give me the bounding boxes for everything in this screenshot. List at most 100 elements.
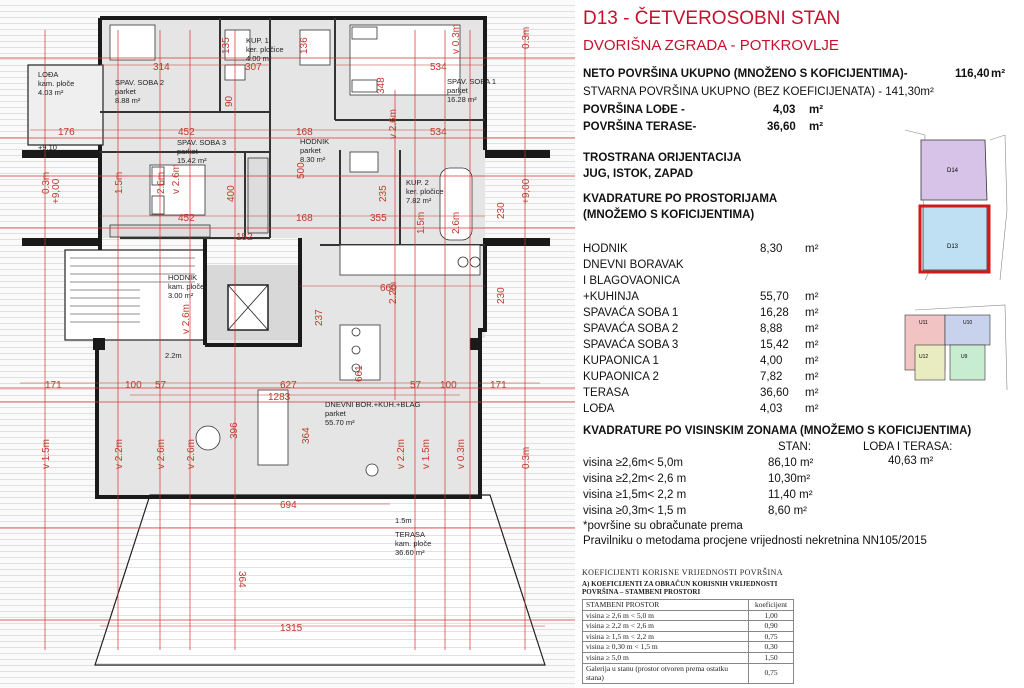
room-value: 7,82 bbox=[760, 371, 783, 383]
dim-label: v 1.5m bbox=[41, 439, 52, 469]
table-cell: 0,90 bbox=[748, 620, 794, 632]
table-cell: 1,00 bbox=[748, 609, 794, 622]
dim-label: 90 bbox=[224, 95, 235, 107]
dim-label: 400 bbox=[226, 185, 237, 202]
neto-unit: m² bbox=[991, 68, 1006, 80]
dim-label: 452 bbox=[178, 213, 195, 224]
room-row: I BLAGOVAONICA bbox=[583, 275, 680, 287]
dim-label: 136 bbox=[299, 37, 310, 54]
dim-label: v 0.3m bbox=[451, 24, 462, 54]
loda-value: 4,03 bbox=[773, 104, 796, 116]
dim-label: 0.3m bbox=[521, 27, 532, 49]
key-plan-label: U12 bbox=[919, 354, 928, 360]
zones-stan-header: STAN: bbox=[778, 441, 812, 453]
dim-label: 452 bbox=[178, 127, 195, 138]
dim-label: 152 bbox=[236, 232, 253, 243]
dim-label: v 1.5m bbox=[421, 439, 432, 469]
zone-label: visina ≥2,6m< 5,0m bbox=[583, 457, 683, 469]
dim-label: 694 bbox=[280, 500, 297, 511]
table-header: koeficijent bbox=[748, 599, 794, 611]
dim-label: 355 bbox=[370, 213, 387, 224]
zones-loda-value: 40,63 m² bbox=[888, 455, 934, 467]
key-plan-label: U9 bbox=[961, 354, 968, 360]
dim-label: v 2.6m bbox=[171, 164, 182, 194]
room-unit: m² bbox=[805, 403, 819, 415]
table-row: Galerija u stanu (prostor otvoren prema … bbox=[582, 662, 794, 684]
zone-label: visina ≥2,2m< 2,6 m bbox=[583, 473, 687, 485]
loggia bbox=[27, 64, 104, 146]
table-cell: visina ≥ 5,0 m bbox=[582, 651, 749, 664]
walls-dark bbox=[22, 150, 550, 350]
key-plan: D14 D13 U11 U10 U12 U9 bbox=[904, 129, 1008, 390]
room-value: 4,03 bbox=[760, 403, 783, 415]
room-name: SPAVAĆA SOBA 1 bbox=[583, 307, 679, 319]
room-name: SPAVAĆA SOBA 2 bbox=[583, 323, 679, 335]
key-plan-highlight bbox=[918, 204, 991, 274]
zone-value: 10,30m² bbox=[768, 473, 811, 485]
room-value: 16,28 bbox=[760, 307, 789, 319]
room-unit: m² bbox=[805, 243, 819, 255]
zone-value: 8,60 m² bbox=[768, 505, 807, 517]
dim-label: 135 bbox=[221, 37, 232, 54]
dim-label: 171 bbox=[45, 380, 62, 391]
room-row: SPAVAĆA SOBA 1 16,28 m² bbox=[583, 307, 818, 319]
key-plan-label: U11 bbox=[919, 320, 928, 326]
page-title: D13 - ČETVEROSOBNI STAN bbox=[583, 8, 841, 29]
room-unit: m² bbox=[805, 291, 819, 303]
room-unit: m² bbox=[805, 387, 819, 399]
room-name: KUPAONICA 1 bbox=[583, 355, 659, 367]
rooms-heading-1: KVADRATURE PO PROSTORIJAMA bbox=[583, 193, 778, 205]
table-cell: 0,30 bbox=[748, 641, 794, 653]
room-value: 55,70 bbox=[760, 291, 789, 303]
zone-value: 86,10 m² bbox=[768, 457, 814, 469]
page-subtitle: DVORIŠNA ZGRADA - POTKROVLJE bbox=[583, 37, 839, 54]
dim-label: 2.6m bbox=[451, 212, 462, 234]
level-mark: +9,10 bbox=[38, 143, 57, 152]
terasa-label: POVRŠINA TERASE- bbox=[583, 121, 697, 133]
dim-label: v 2.6m bbox=[156, 439, 167, 469]
room-name: DNEVNI BORAVAK bbox=[583, 259, 684, 271]
dim-label: 364 bbox=[301, 427, 312, 444]
dim-label: 348 bbox=[376, 77, 387, 94]
terasa-value: 36,60 bbox=[767, 121, 796, 133]
room-name: KUPAONICA 2 bbox=[583, 371, 659, 383]
table-header: STAMBENI PROSTOR bbox=[582, 599, 749, 611]
dim-label: 534 bbox=[430, 127, 447, 138]
dim-label: v 2.6m bbox=[388, 109, 399, 139]
table-cell: 1,50 bbox=[748, 651, 794, 664]
room-value: 8,88 bbox=[760, 323, 783, 335]
dim-label: 1.5m bbox=[114, 172, 125, 194]
room-value: 36,60 bbox=[760, 387, 789, 399]
dimension-lines bbox=[20, 64, 545, 627]
coefficient-table: KOEFICIJENTI KORISNE VRIJEDNOSTI POVRŠIN… bbox=[582, 568, 794, 684]
coefficient-title: KOEFICIJENTI KORISNE VRIJEDNOSTI POVRŠIN… bbox=[582, 568, 783, 577]
room-unit: m² bbox=[805, 307, 819, 319]
dim-label: 307 bbox=[245, 62, 262, 73]
neto-row: NETO POVRŠINA UKUPNO (MNOŽENO S KOFICIJE… bbox=[583, 68, 1005, 80]
coefficient-grid: STAMBENI PROSTOR koeficijent visina ≥ 2,… bbox=[582, 599, 794, 684]
orientation-line1: TROSTRANA ORIJENTACIJA bbox=[583, 152, 742, 164]
dim-label: 230 bbox=[496, 202, 507, 219]
room-name: LOĐA bbox=[583, 403, 615, 415]
floor-plan: 314 135 136 307 534 176 452 168 534 90 3… bbox=[0, 0, 575, 688]
dim-label: 2.6m bbox=[156, 172, 167, 194]
loda-unit: m² bbox=[809, 104, 824, 116]
room-name: +KUHINJA bbox=[583, 291, 639, 303]
dim-label: +9,00 bbox=[521, 178, 532, 204]
dim-label: v 2.2m bbox=[114, 439, 125, 469]
terrace bbox=[94, 494, 546, 666]
zones-loda-header: LOĐA I TERASA: bbox=[863, 441, 953, 453]
rooms-heading-2: (MNOŽEMO S KOFICIJENTIMA) bbox=[583, 209, 755, 221]
